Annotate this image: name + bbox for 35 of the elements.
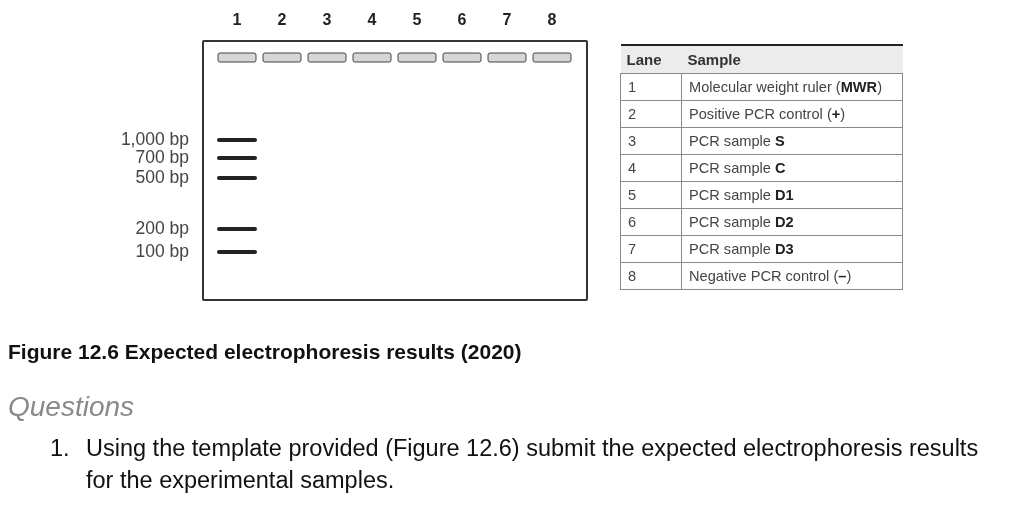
band-size-label: 1,000 bp [120,130,189,149]
table-cell: 5 [620,181,682,208]
table-cell: Molecular weight ruler (MWR) [681,73,903,100]
table-cell: 4 [620,154,682,181]
table-header-cell: Sample [681,45,903,73]
table-cell: 3 [620,127,682,154]
table-cell: PCR sample C [681,154,903,181]
lane-number: 8 [547,11,557,29]
lane-number: 1 [232,11,242,29]
table-cell: 1 [620,73,682,100]
band-size-label: 500 bp [135,168,189,187]
band-size-label: 200 bp [135,219,189,238]
table-cell: PCR sample D2 [681,208,903,235]
table-cell: Negative PCR control (–) [681,262,903,289]
band-size-label: 700 bp [135,148,189,167]
band-size-label: 100 bp [135,242,189,261]
table-cell: PCR sample S [681,127,903,154]
table-cell: 6 [620,208,682,235]
section-heading: Questions [8,392,135,422]
question-text: Using the template provided (Figure 12.6) submit the expected electrophoresis results for the experimental samples. [86,434,980,495]
lane-number: 2 [277,11,287,29]
table-cell: 8 [620,262,682,289]
table-cell: PCR sample D1 [681,181,903,208]
figure-caption: Figure 12.6 Expected electrophoresis results (2020) [8,340,522,364]
lane-number: 3 [322,11,332,29]
table-cell: PCR sample D3 [681,235,903,262]
table-cell: 2 [620,100,682,127]
lane-number: 5 [412,11,422,29]
lane-number: 4 [367,11,377,29]
table-cell: Positive PCR control (+) [681,100,903,127]
table-cell: 7 [620,235,682,262]
table-header-cell: Lane [620,45,682,73]
lane-number: 7 [502,11,512,29]
lane-number: 6 [457,11,467,29]
list-number: 1. [50,434,70,463]
